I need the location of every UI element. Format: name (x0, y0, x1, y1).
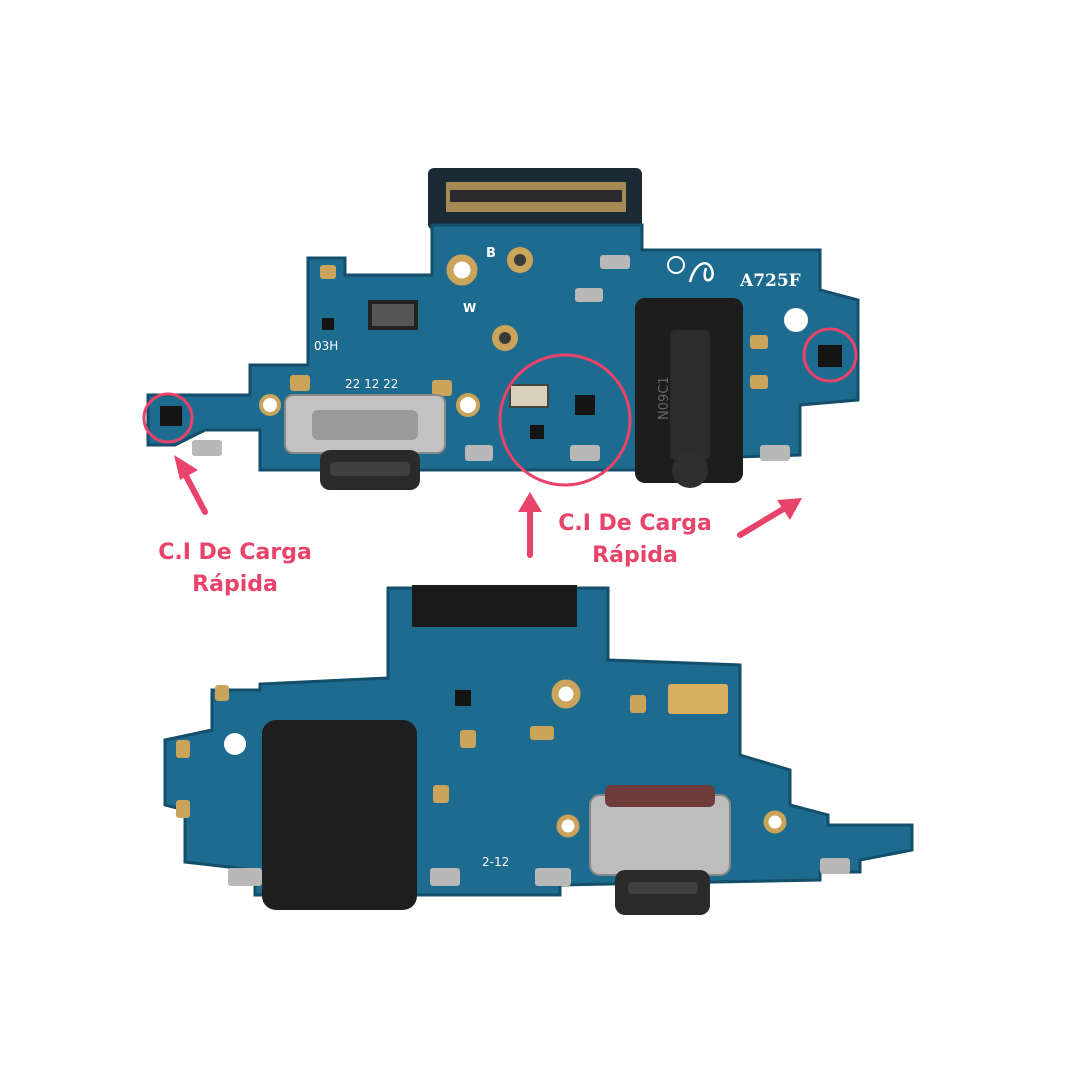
callout-right-line2: Rápida (592, 543, 678, 568)
ic-chip (530, 425, 544, 439)
ic-chip (509, 384, 549, 408)
highlight-circle-left (142, 392, 194, 444)
mounting-hole (446, 254, 478, 286)
antenna-b-label: B (486, 246, 496, 261)
jack-text: N09C1 (657, 376, 672, 420)
arrow-right (737, 505, 788, 538)
callout-arrows (174, 455, 802, 558)
code-label: 03H (314, 339, 338, 353)
samsung-s-logo (667, 256, 685, 274)
fast-charge-ic-right (818, 345, 842, 367)
screw-hole (456, 393, 480, 417)
arrow-left (181, 469, 208, 515)
signature-logo (688, 262, 714, 283)
callout-left-line1: C.I De Carga (158, 540, 312, 565)
date-label: 22 12 22 (345, 377, 398, 391)
mounting-hole (551, 679, 581, 709)
mounting-hole (224, 733, 246, 755)
screw-hole (259, 394, 281, 416)
bottom-charging-board: 2-12 (163, 585, 914, 915)
highlight-circle-right (802, 327, 858, 383)
ic-chip (575, 395, 595, 415)
fast-charge-ic-left (160, 406, 182, 426)
callout-left-line2: Rápida (192, 572, 278, 597)
callout-right-line1: C.I De Carga (558, 511, 712, 536)
screw-hole (763, 810, 787, 834)
antenna-w-label: W (463, 301, 476, 315)
highlight-circle-center (498, 353, 632, 487)
headphone-jack-back (262, 720, 417, 910)
callout-left: C.I De Carga Rápida (125, 537, 345, 601)
board-model-label: A725F (739, 271, 801, 291)
callout-right: C.I De Carga Rápida (525, 508, 745, 572)
gold-pad (668, 684, 728, 714)
shield-tape (412, 585, 577, 627)
screw-hole (556, 814, 580, 838)
top-charging-board: A725F 22 12 22 03H B W N09C1 (142, 168, 860, 490)
mounting-hole (784, 308, 808, 332)
bottom-date-label: 2-12 (482, 855, 509, 869)
